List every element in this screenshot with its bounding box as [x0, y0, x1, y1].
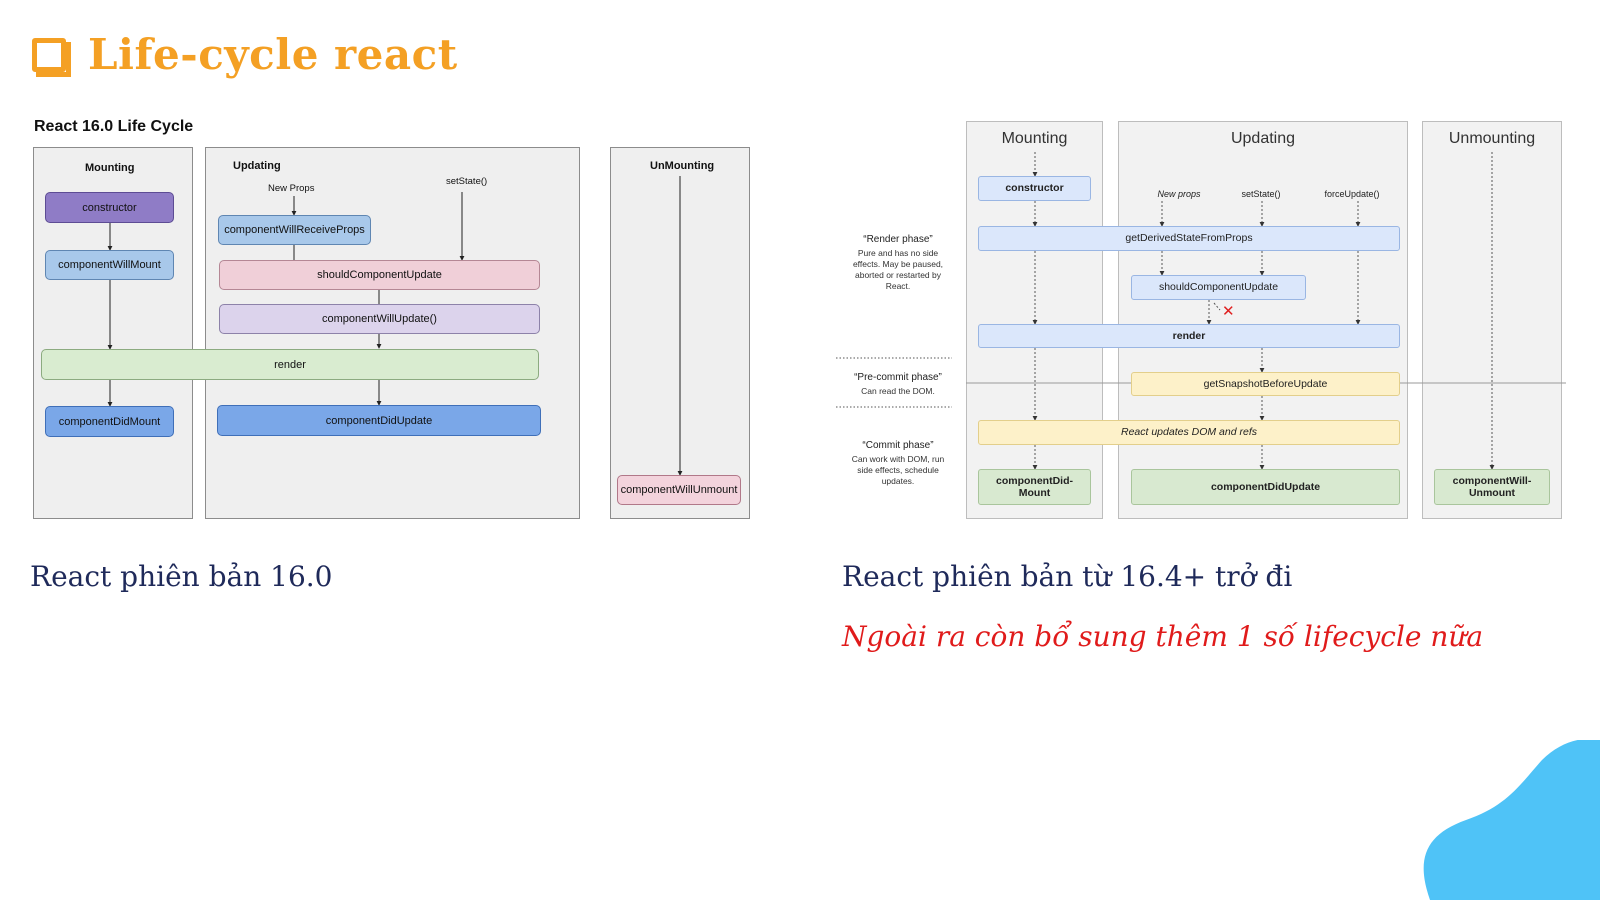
new-props-label: New Props	[268, 183, 315, 194]
slide-title: Life-cycle react	[88, 30, 458, 79]
set-state-label: setState()	[1241, 189, 1281, 199]
updating-column-title: Updating	[1230, 130, 1296, 147]
precommit-phase-desc: Can read the DOM.	[861, 386, 935, 396]
component-will-update-box: componentWillUpdate()	[219, 304, 540, 334]
render-phase-title: “Render phase”	[863, 234, 933, 245]
reject-x-icon: ✕	[1222, 302, 1235, 320]
commit-phase-desc: Can work with DOM, run side effects, sch…	[851, 454, 945, 487]
dom-updates-box: React updates DOM and refs	[978, 420, 1400, 445]
component-did-update-box: componentDidUpdate	[1131, 469, 1400, 505]
force-update-label: forceUpdate()	[1324, 189, 1380, 199]
react-16-lifecycle-diagram: React 16.0 Life Cycle Mounting Updating …	[30, 112, 770, 532]
additional-lifecycle-note: Ngoài ra còn bổ sung thêm 1 số lifecycle…	[842, 620, 1484, 653]
should-component-update-box: shouldComponentUpdate	[219, 260, 540, 290]
commit-phase-label: “Commit phase” Can work with DOM, run si…	[848, 440, 948, 487]
caption-react-16-4: React phiên bản từ 16.4+ trở đi	[842, 560, 1293, 593]
get-snapshot-before-update-box: getSnapshotBeforeUpdate	[1131, 372, 1400, 396]
component-did-mount-box: componentDidMount	[45, 406, 174, 437]
arrows-layer	[107, 176, 683, 476]
commit-phase-title: “Commit phase”	[862, 440, 934, 451]
constructor-box: constructor	[45, 192, 174, 223]
constructor-box: constructor	[978, 176, 1091, 201]
set-state-label: setState()	[446, 176, 488, 187]
render-phase-label: “Render phase” Pure and has no side effe…	[848, 234, 948, 292]
component-will-mount-box: componentWillMount	[45, 250, 174, 280]
caption-react-16: React phiên bản 16.0	[30, 560, 333, 593]
precommit-phase-label: “Pre-commit phase” Can read the DOM.	[848, 372, 948, 397]
checkbox-bullet-icon	[32, 37, 71, 77]
component-will-receive-props-box: componentWillReceiveProps	[218, 215, 371, 245]
updating-title: Updating	[233, 160, 281, 172]
diagram-title: React 16.0 Life Cycle	[34, 118, 194, 135]
component-did-mount-box: componentDid- Mount	[978, 469, 1091, 505]
mounting-column-title: Mounting	[1001, 130, 1068, 147]
should-component-update-box: shouldComponentUpdate	[1131, 275, 1306, 300]
render-box: render	[41, 349, 539, 380]
component-did-update-box: componentDidUpdate	[217, 405, 541, 436]
react-16-4-lifecycle-diagram: Mounting Updating Unmounting New props s…	[836, 116, 1566, 528]
render-phase-desc: Pure and has no side effects. May be pau…	[852, 248, 944, 292]
component-will-unmount-box: componentWill- Unmount	[1434, 469, 1550, 505]
slide-title-group: Life-cycle react	[32, 30, 458, 79]
render-box: render	[978, 324, 1400, 348]
component-will-unmount-box: componentWillUnmount	[617, 475, 741, 505]
new-props-label: New props	[1157, 189, 1201, 199]
decorative-blob	[1423, 740, 1600, 900]
unmounting-column-title: Unmounting	[1448, 130, 1536, 147]
get-derived-state-from-props-box: getDerivedStateFromProps	[978, 226, 1400, 251]
unmounting-title: UnMounting	[650, 160, 715, 172]
precommit-phase-title: “Pre-commit phase”	[854, 372, 942, 383]
arrows-layer	[836, 152, 1566, 470]
mounting-title: Mounting	[85, 162, 135, 174]
